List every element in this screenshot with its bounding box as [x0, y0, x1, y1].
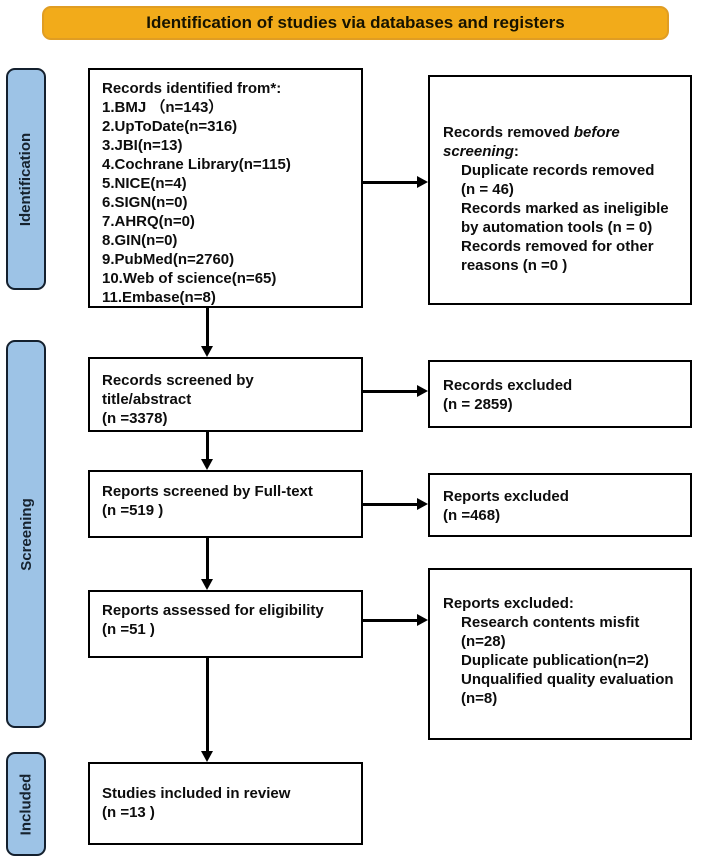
records-identified-line: 4.Cochrane Library(n=115)	[102, 156, 291, 173]
reports-excluded-reason: (n=28)	[461, 633, 506, 650]
arrow-screened-to-excluded-line	[363, 390, 418, 393]
sidebar-identification: Identification	[6, 68, 46, 290]
box-studies-included: Studies included in review (n =13 )	[88, 762, 363, 845]
records-removed-heading-line2: screening:	[443, 142, 684, 161]
diagram-title-text: Identification of studies via databases …	[146, 13, 565, 32]
records-identified-line: 6.SIGN(n=0)	[102, 194, 188, 211]
reports-excluded-reasons-heading: Reports excluded:	[443, 595, 574, 612]
arrow-fulltext-to-excluded-line	[363, 503, 418, 506]
box-records-excluded: Records excluded (n = 2859)	[428, 360, 692, 428]
records-screened-line: Records screened by	[102, 372, 254, 389]
reports-excluded-reason: Research contents misfit	[461, 614, 640, 631]
records-removed-item: by automation tools (n = 0)	[461, 219, 653, 236]
records-identified-line: Records identified from*:	[102, 80, 282, 97]
records-identified-line: 11.Embase(n=8)	[102, 289, 216, 306]
records-identified-line: 1.BMJ （n=143）	[102, 99, 224, 116]
records-screened-line: (n =3378)	[102, 410, 168, 427]
reports-excluded-line: (n =468)	[443, 507, 501, 524]
records-identified-line: 8.GIN(n=0)	[102, 232, 178, 249]
records-identified-line: 10.Web of science(n=65)	[102, 270, 277, 287]
reports-excluded-reason: Duplicate publication(n=2)	[461, 652, 649, 669]
records-removed-item: Records removed for other	[461, 238, 654, 255]
box-reports-fulltext: Reports screened by Full-text (n =519 )	[88, 470, 363, 538]
records-identified-line: 9.PubMed(n=2760)	[102, 251, 235, 268]
reports-eligibility-line: (n =51 )	[102, 621, 155, 638]
box-reports-excluded-reasons: Reports excluded: Research contents misf…	[428, 568, 692, 740]
arrow-fulltext-to-eligibility-head	[201, 579, 213, 590]
box-records-identified: Records identified from*: 1.BMJ （n=143） …	[88, 68, 363, 308]
records-removed-heading-normal: Records removed	[443, 124, 574, 141]
records-removed-heading-italic: before	[573, 124, 620, 141]
arrow-identified-to-removed-line	[363, 181, 418, 184]
arrow-identified-to-screened-head	[201, 346, 213, 357]
box-records-removed: Records removed before screening: Duplic…	[428, 75, 692, 305]
records-removed-heading-colon: :	[513, 143, 519, 160]
records-removed-heading-line1: Records removed before	[443, 123, 684, 142]
records-removed-item: (n = 46)	[461, 181, 514, 198]
arrow-eligibility-to-excluded-head	[417, 614, 428, 626]
records-removed-item: Duplicate records removed	[461, 162, 655, 179]
arrow-eligibility-to-excluded-line	[363, 619, 418, 622]
arrow-eligibility-to-included-line	[206, 658, 209, 752]
records-removed-heading-italic2: screening	[443, 143, 514, 160]
arrow-screened-to-fulltext-line	[206, 432, 209, 460]
reports-fulltext-line: (n =519 )	[102, 502, 164, 519]
records-identified-line: 3.JBI(n=13)	[102, 137, 183, 154]
box-records-screened: Records screened by title/abstract (n =3…	[88, 357, 363, 432]
arrow-screened-to-fulltext-head	[201, 459, 213, 470]
records-identified-line: 7.AHRQ(n=0)	[102, 213, 195, 230]
sidebar-screening: Screening	[6, 340, 46, 728]
arrow-fulltext-to-excluded-head	[417, 498, 428, 510]
studies-included-line: (n =13 )	[102, 804, 155, 821]
reports-excluded-line: Reports excluded	[443, 488, 569, 505]
sidebar-screening-label: Screening	[17, 497, 35, 571]
box-reports-eligibility: Reports assessed for eligibility (n =51 …	[88, 590, 363, 658]
sidebar-included: Included	[6, 752, 46, 856]
records-removed-item: Records marked as ineligible	[461, 200, 669, 217]
arrow-identified-to-removed-head	[417, 176, 428, 188]
records-excluded-line: (n = 2859)	[443, 396, 513, 413]
records-screened-line: title/abstract	[102, 391, 192, 408]
arrow-screened-to-excluded-head	[417, 385, 428, 397]
records-identified-line: 2.UpToDate(n=316)	[102, 118, 238, 135]
arrow-eligibility-to-included-head	[201, 751, 213, 762]
studies-included-line: Studies included in review	[102, 785, 291, 802]
arrow-fulltext-to-eligibility-line	[206, 538, 209, 580]
records-identified-line: 5.NICE(n=4)	[102, 175, 187, 192]
sidebar-included-label: Included	[17, 773, 35, 835]
diagram-title: Identification of studies via databases …	[42, 6, 669, 40]
records-removed-item: reasons (n =0 )	[461, 257, 568, 274]
records-excluded-line: Records excluded	[443, 377, 573, 394]
reports-fulltext-line: Reports screened by Full-text	[102, 483, 313, 500]
box-reports-excluded: Reports excluded (n =468)	[428, 473, 692, 537]
arrow-identified-to-screened-line	[206, 308, 209, 347]
sidebar-identification-label: Identification	[17, 132, 35, 226]
reports-excluded-reason: (n=8)	[461, 690, 498, 707]
reports-eligibility-line: Reports assessed for eligibility	[102, 602, 324, 619]
reports-excluded-reason: Unqualified quality evaluation	[461, 671, 674, 688]
